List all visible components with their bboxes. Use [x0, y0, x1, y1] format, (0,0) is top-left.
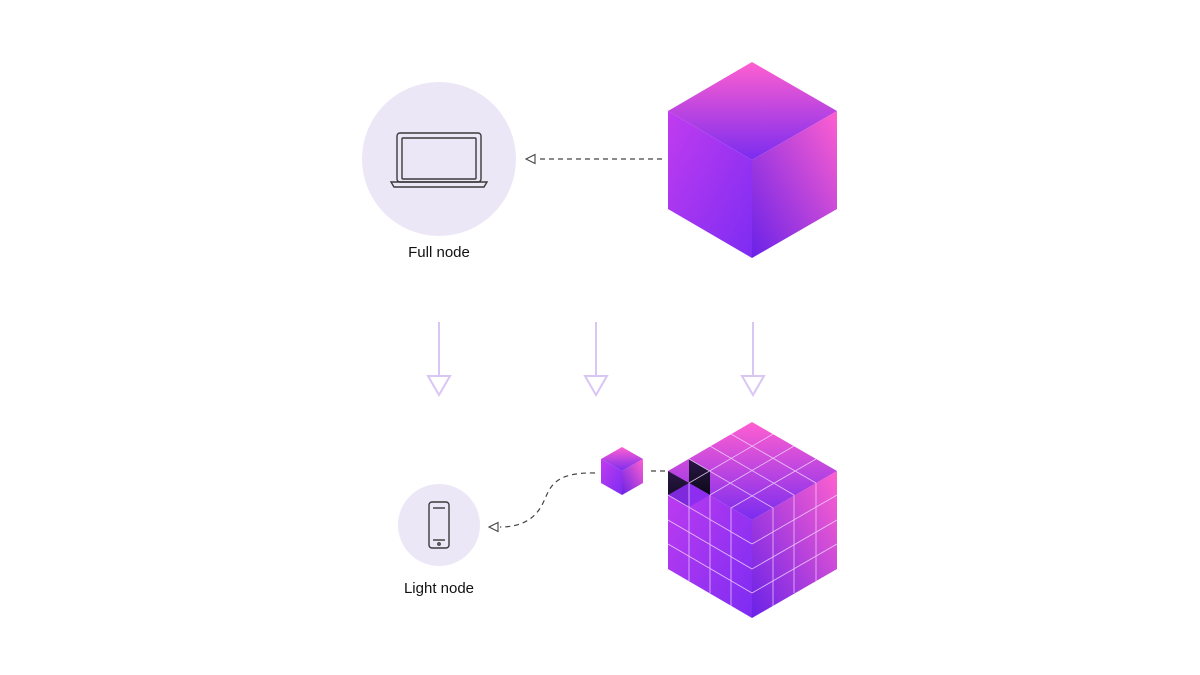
full-node-circle — [362, 82, 516, 236]
full-block-cube — [668, 62, 837, 258]
small-block-cube — [601, 447, 643, 495]
smartphone-icon — [428, 501, 450, 549]
dashed-arrow-cube-to-full-node — [524, 153, 662, 165]
down-arrow-middle — [583, 322, 609, 397]
cube-grid-lines — [667, 433, 838, 606]
light-node-circle — [398, 484, 480, 566]
down-arrow-left — [426, 322, 452, 397]
sharded-block-cube — [667, 422, 838, 618]
dashed-arrow-small-cube-to-light-node — [487, 472, 596, 533]
laptop-icon — [389, 132, 489, 188]
light-node-label: Light node — [403, 580, 475, 597]
down-arrow-right — [740, 322, 766, 397]
full-node-label: Full node — [408, 244, 470, 261]
